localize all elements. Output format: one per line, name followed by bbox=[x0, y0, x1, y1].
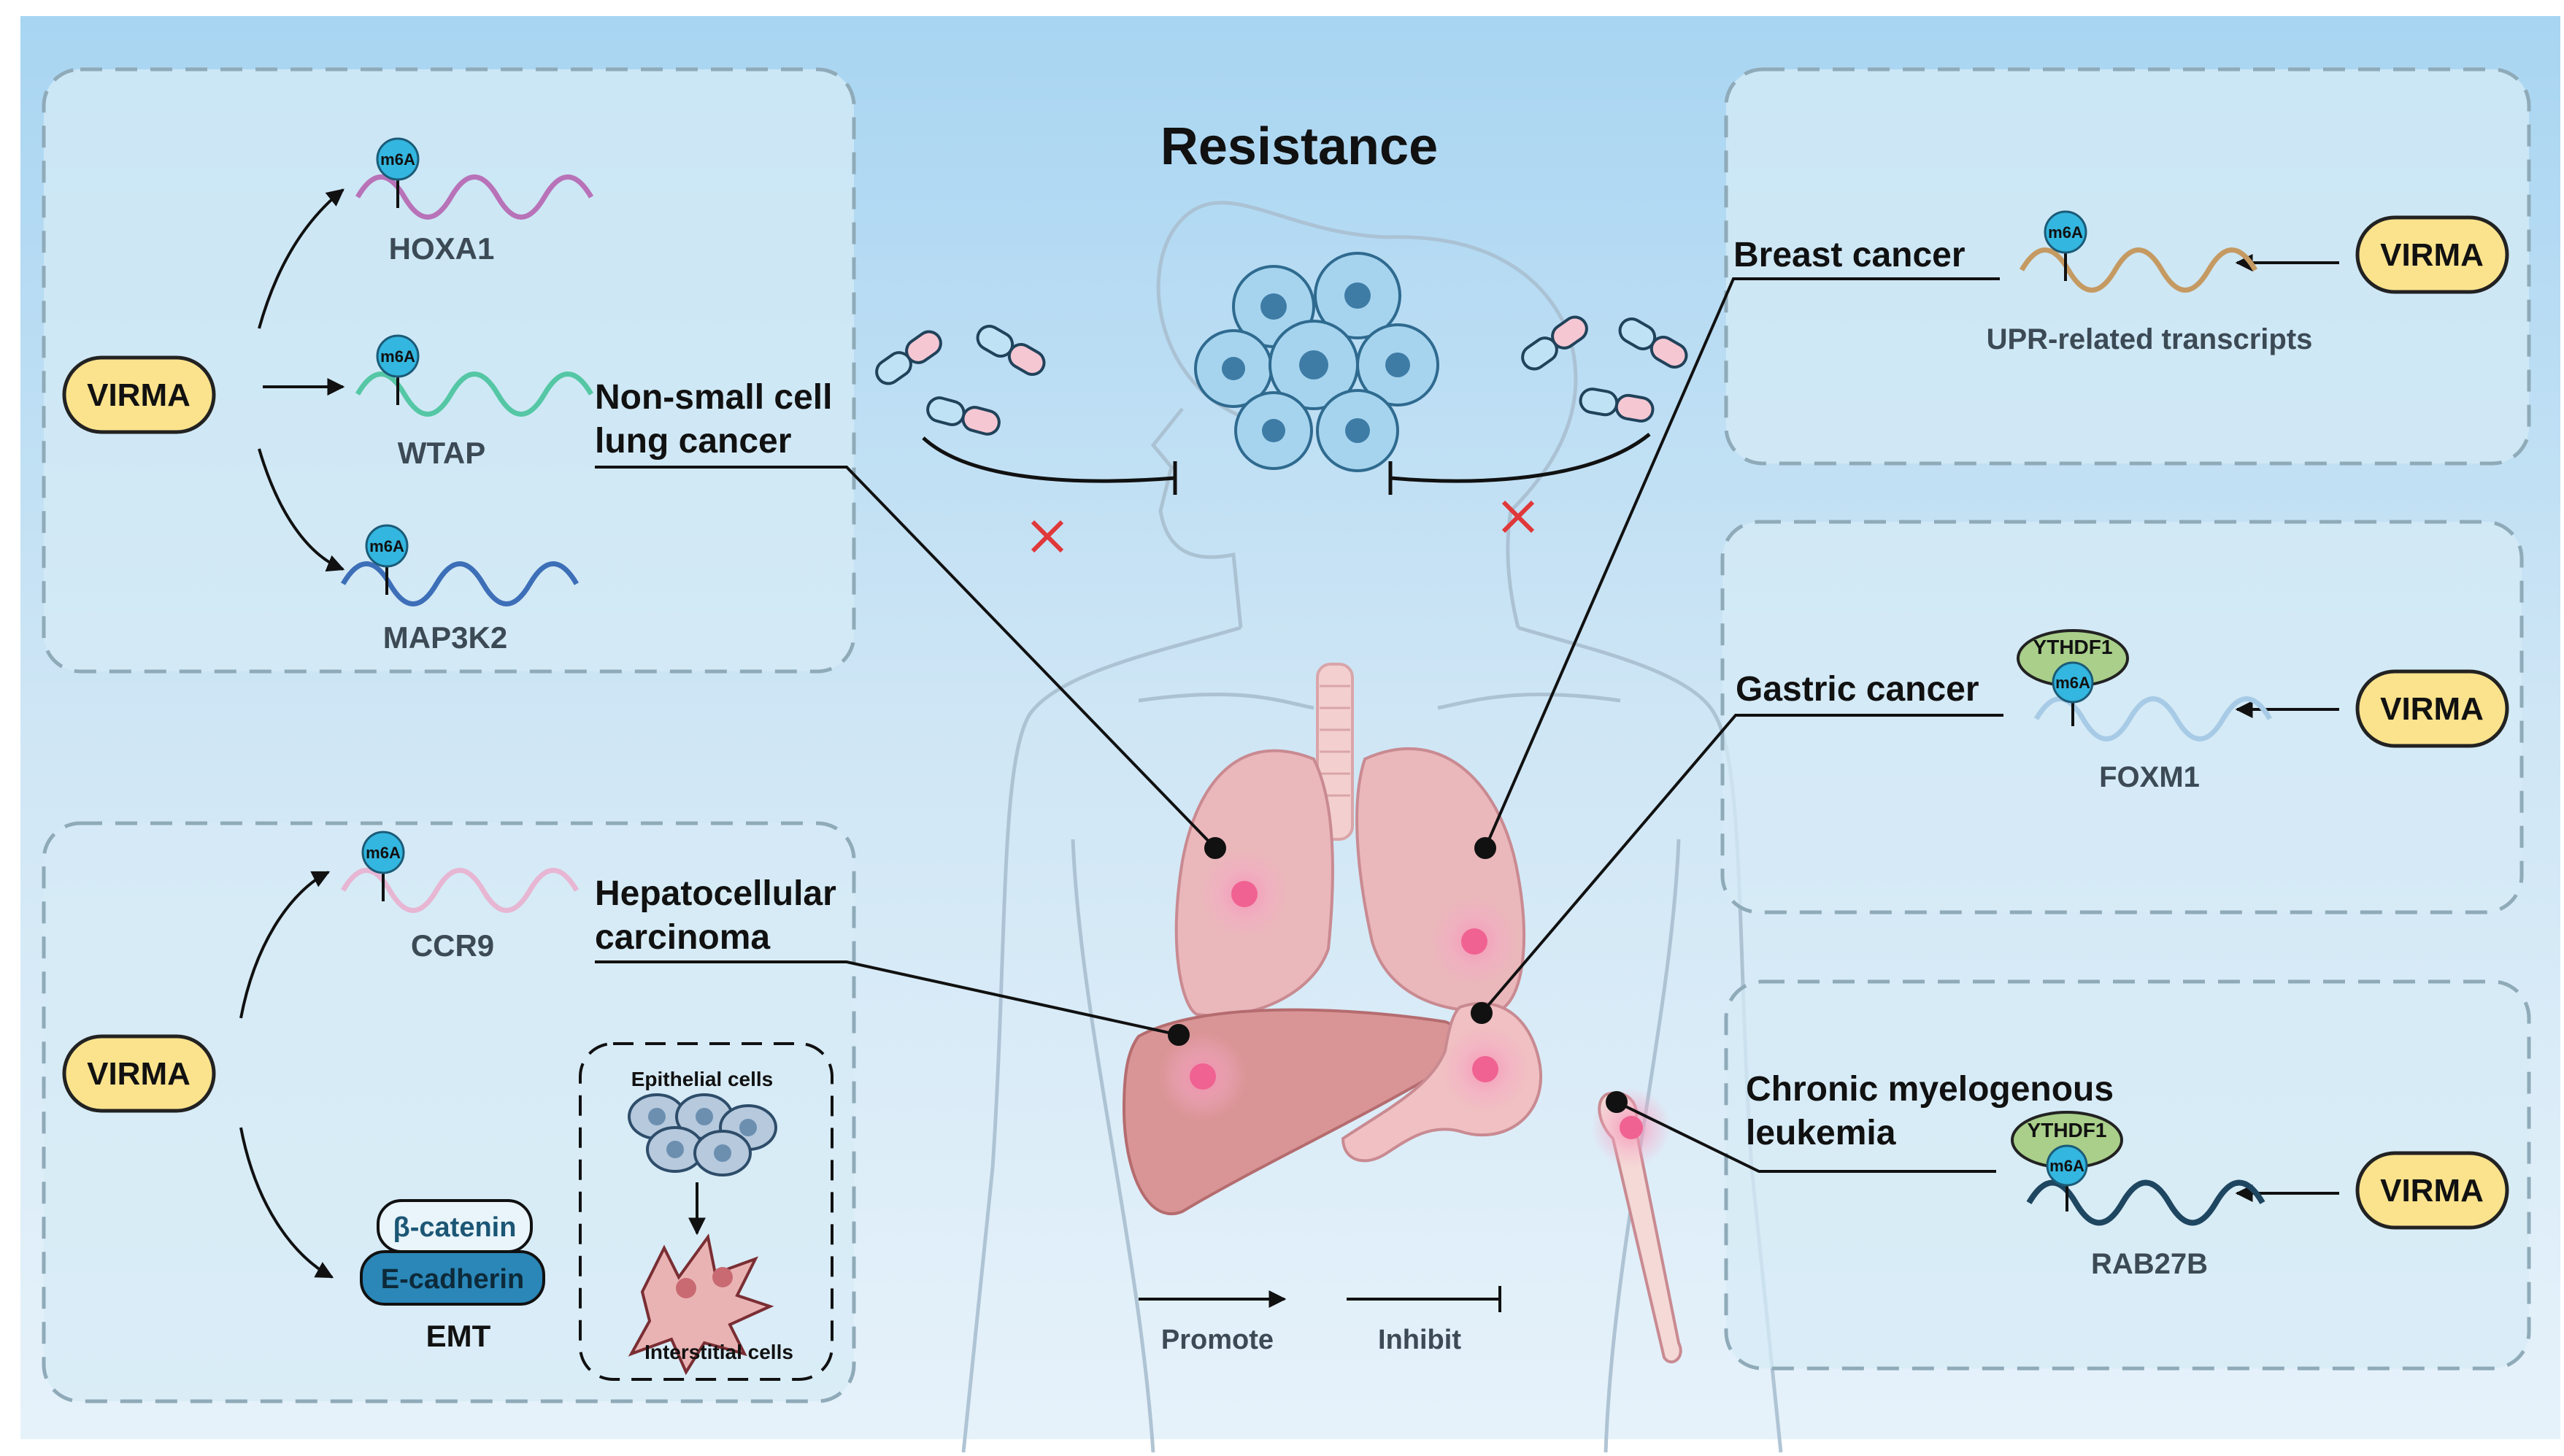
disease-label-gastric: Gastric cancer bbox=[1736, 670, 1979, 709]
svg-text:YTHDF1: YTHDF1 bbox=[2028, 1119, 2107, 1141]
panel-gastric bbox=[1720, 520, 2524, 914]
e-cadherin-box: E-cadherin bbox=[360, 1250, 545, 1306]
svg-text:m6A: m6A bbox=[2048, 223, 2083, 242]
legend: Promote Inhibit bbox=[1139, 1286, 1501, 1355]
m6a-mrna-upr: m6A bbox=[2019, 210, 2258, 293]
epithelial-cells bbox=[628, 1093, 777, 1176]
gene-label-wtap: WTAP bbox=[398, 436, 486, 470]
svg-text:m6A: m6A bbox=[2049, 1157, 2084, 1175]
m6a-mrna-ccr9: m6A bbox=[340, 831, 580, 913]
drug-capsules-left bbox=[875, 325, 1046, 436]
ythdf1-mrna-rab27b: YTHDF1 m6A bbox=[2011, 1111, 2265, 1226]
virma-node-nsclc: VIRMA bbox=[62, 355, 216, 434]
gene-label-rab27b: RAB27B bbox=[2091, 1248, 2208, 1280]
svg-text:VIRMA: VIRMA bbox=[2380, 237, 2484, 273]
interstitial-cells-label: Interstitial cells bbox=[644, 1341, 793, 1363]
svg-text:VIRMA: VIRMA bbox=[2380, 691, 2484, 727]
gene-label-hoxa1: HOXA1 bbox=[389, 231, 495, 266]
disease-label-cml-line2: leukemia bbox=[1746, 1114, 1896, 1152]
legend-inhibit-label: Inhibit bbox=[1378, 1325, 1461, 1355]
disease-label-hcc-line2: carcinoma bbox=[595, 918, 770, 957]
leader-line-hcc bbox=[595, 960, 1190, 1046]
interstitial-cells bbox=[628, 1233, 774, 1376]
virma-node-cml: VIRMA bbox=[2355, 1151, 2509, 1230]
epithelial-cells-label: Epithelial cells bbox=[631, 1068, 774, 1090]
leader-line-nsclc bbox=[595, 466, 1226, 859]
block-cross-left bbox=[1031, 520, 1064, 553]
svg-text:m6A: m6A bbox=[369, 537, 404, 555]
svg-text:m6A: m6A bbox=[366, 844, 401, 862]
svg-text:E-cadherin: E-cadherin bbox=[381, 1264, 524, 1295]
svg-text:YTHDF1: YTHDF1 bbox=[2033, 636, 2113, 658]
diagram-title: Resistance bbox=[1160, 118, 1438, 176]
m6a-mrna-hoxa1: m6A bbox=[355, 137, 594, 220]
hcc-arrows bbox=[239, 871, 334, 1279]
ythdf1-mrna-foxm1: YTHDF1 m6A bbox=[2017, 629, 2273, 742]
panel-cml bbox=[1724, 979, 2531, 1371]
disease-label-nsclc-line2: lung cancer bbox=[595, 422, 791, 461]
block-cross-right bbox=[1501, 500, 1535, 534]
gene-label-upr: UPR-related transcripts bbox=[1987, 323, 2313, 355]
svg-text:β-catenin: β-catenin bbox=[393, 1212, 517, 1243]
panel-breast bbox=[1724, 67, 2531, 466]
svg-text:m6A: m6A bbox=[380, 347, 415, 366]
emt-inset bbox=[579, 1042, 834, 1381]
tumor-markers bbox=[1159, 850, 1671, 1168]
inhibit-arc-left bbox=[922, 436, 1177, 495]
beta-catenin-box: β-catenin bbox=[377, 1199, 533, 1253]
tumor-cell-cluster bbox=[1194, 252, 1439, 472]
gene-label-foxm1: FOXM1 bbox=[2099, 761, 2200, 793]
gene-label-map3k2: MAP3K2 bbox=[383, 620, 507, 655]
m6a-mrna-wtap: m6A bbox=[355, 334, 594, 417]
leader-line-cml bbox=[1606, 1091, 1996, 1173]
gene-label-ccr9: CCR9 bbox=[411, 928, 494, 963]
emt-label: EMT bbox=[426, 1319, 491, 1353]
drug-capsules-right bbox=[1521, 315, 1688, 423]
leader-line-breast bbox=[1474, 277, 2000, 859]
virma-node-gastric: VIRMA bbox=[2355, 669, 2509, 748]
svg-text:VIRMA: VIRMA bbox=[87, 377, 190, 413]
disease-label-nsclc-line1: Non-small cell bbox=[595, 378, 832, 417]
disease-label-breast: Breast cancer bbox=[1733, 236, 1966, 274]
m6a-mrna-map3k2: m6A bbox=[340, 524, 580, 606]
leader-line-gastric bbox=[1471, 714, 2003, 1024]
svg-text:m6A: m6A bbox=[380, 150, 415, 169]
inhibit-arc-right bbox=[1388, 433, 1651, 495]
legend-promote-label: Promote bbox=[1161, 1325, 1274, 1355]
panel-nsclc bbox=[42, 67, 856, 674]
svg-text:VIRMA: VIRMA bbox=[2380, 1173, 2484, 1209]
disease-label-hcc-line1: Hepatocellular bbox=[595, 874, 836, 913]
panel-hcc bbox=[42, 821, 856, 1403]
svg-text:VIRMA: VIRMA bbox=[87, 1056, 190, 1092]
virma-node-hcc: VIRMA bbox=[62, 1034, 216, 1113]
virma-node-breast: VIRMA bbox=[2355, 215, 2509, 294]
disease-label-cml-line1: Chronic myelogenous bbox=[1746, 1070, 2114, 1109]
nsclc-arrows bbox=[258, 188, 345, 572]
svg-text:m6A: m6A bbox=[2055, 674, 2090, 692]
